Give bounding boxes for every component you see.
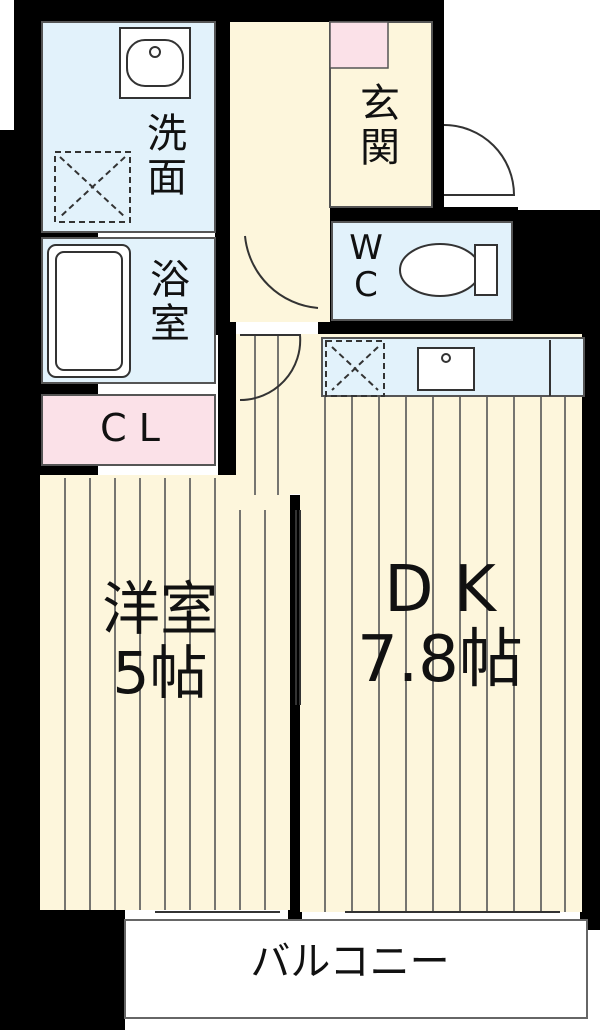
washroom-char-1: 洗 [147,111,187,157]
bathroom-label: 浴 室 [140,258,200,346]
washroom-char-2: 面 [147,155,187,201]
hall-floor [230,22,330,322]
dk-floor [300,334,582,912]
western-room-label: 洋室 5帖 [60,575,260,707]
western-room-name: 洋室 [101,575,218,643]
plank-lines [64,334,566,912]
passage-door-swing [239,334,302,402]
doors [155,124,560,913]
dk-name: D K [384,553,496,627]
toilet-char-2: C [354,265,378,306]
washroom-label: 洗 面 [138,112,196,200]
balcony-floor [124,919,588,1019]
entrance-char-2: 関 [360,125,400,171]
western-room-ext [40,475,220,500]
entrance-mat [329,21,389,69]
toilet-char-1: W [349,228,383,268]
fixtures [47,27,551,397]
dk-label: D K 7.8帖 [320,555,560,696]
entrance-char-1: 玄 [360,81,400,127]
toilet-label: W C [346,228,386,306]
floors [40,21,588,1019]
bathtub-icon [47,244,131,378]
balcony-label: バルコニー [250,939,450,985]
front-door-swing [443,124,516,196]
closet-label: C L [100,406,160,450]
bathroom-char-2: 室 [150,301,190,347]
fridge-space-icon [325,340,385,397]
western-room-size: 5帖 [112,638,208,707]
washer-pan-icon [54,151,131,223]
bathroom-char-1: 浴 [150,257,190,303]
hall-door-swing [244,235,319,309]
entrance-label: 玄 関 [350,82,410,170]
closet-floor [41,394,216,466]
dk-size: 7.8帖 [357,623,523,698]
toilet-icon [399,243,481,297]
